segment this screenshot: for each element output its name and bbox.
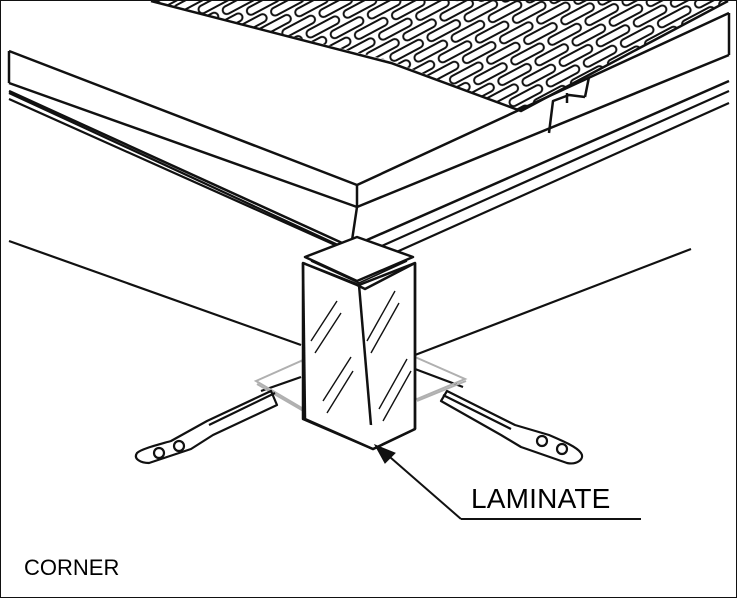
laminate-label: LAMINATE (471, 483, 611, 514)
corner-post (301, 235, 417, 451)
upper-slab (7, 11, 731, 249)
laminate-hatching (310, 290, 412, 422)
corner-caption: CORNER (24, 555, 120, 580)
right-strap-bracket (439, 389, 584, 465)
laminate-leader-line (382, 450, 641, 520)
left-strap-bracket (134, 389, 279, 465)
grating-top-surface (150, 1, 729, 113)
laminate-arrowhead (373, 444, 396, 464)
